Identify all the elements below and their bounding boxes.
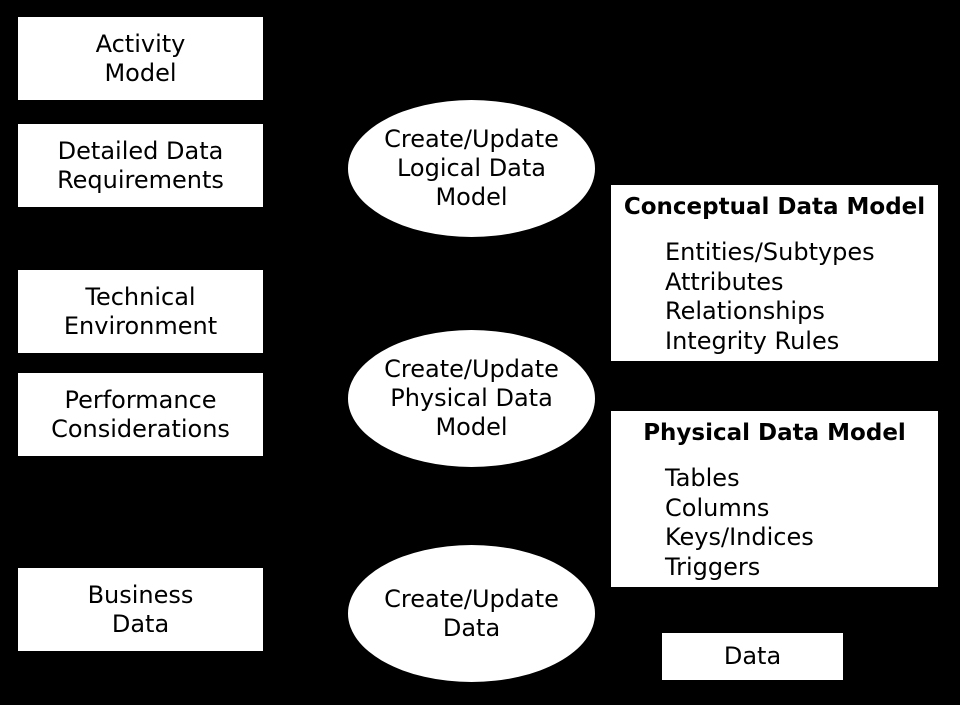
input-box-business-data: Business Data [18, 568, 263, 651]
input-box-label-line: Business [87, 580, 194, 609]
process-label-line: Create/Update [384, 355, 559, 383]
panel-item: Columns [665, 493, 770, 522]
input-box-label-line: Considerations [51, 414, 230, 443]
panel-item: Integrity Rules [665, 326, 840, 355]
input-box-detailed-data-requirements: Detailed Data Requirements [18, 124, 263, 207]
input-box-label-line: Performance [64, 385, 217, 414]
panel-title: Conceptual Data Model [623, 194, 926, 220]
process-label-line: Logical Data [396, 154, 547, 182]
panel-item-list: Entities/Subtypes Attributes Relationshi… [611, 238, 938, 356]
process-ellipse-create-update-physical-data-model: Create/Update Physical Data Model [348, 330, 595, 467]
input-box-label-line: Detailed Data [57, 136, 224, 165]
process-label-line: Data [442, 613, 501, 642]
input-box-label-line: Model [104, 58, 177, 87]
output-box-data: Data [662, 633, 843, 680]
panel-item-list: Tables Columns Keys/Indices Triggers [611, 464, 938, 582]
input-box-label-line: Requirements [57, 165, 224, 194]
output-box-label: Data [723, 642, 782, 670]
process-ellipse-create-update-logical-data-model: Create/Update Logical Data Model [348, 100, 595, 237]
input-box-performance-considerations: Performance Considerations [18, 373, 263, 456]
panel-item: Entities/Subtypes [665, 238, 875, 266]
panel-item: Attributes [665, 267, 784, 296]
input-box-label-line: Activity [95, 29, 186, 58]
process-ellipse-create-update-data: Create/Update Data [348, 545, 595, 682]
input-box-activity-model: Activity Model [18, 17, 263, 100]
process-label-line: Physical Data [390, 384, 553, 412]
input-box-label-line: Technical [85, 282, 196, 311]
input-box-label-line: Data [111, 609, 170, 638]
panel-conceptual-data-model: Conceptual Data Model Entities/Subtypes … [611, 185, 938, 361]
input-box-technical-environment: Technical Environment [18, 270, 263, 353]
process-label-line: Model [435, 183, 508, 211]
panel-physical-data-model: Physical Data Model Tables Columns Keys/… [611, 411, 938, 587]
input-box-label-line: Environment [63, 311, 218, 340]
panel-item: Tables [665, 464, 740, 492]
process-label-line: Create/Update [384, 125, 559, 153]
panel-item: Relationships [665, 297, 825, 325]
panel-title: Physical Data Model [643, 420, 906, 446]
panel-item: Keys/Indices [665, 523, 814, 551]
process-label-line: Create/Update [384, 584, 559, 613]
process-label-line: Model [435, 413, 508, 441]
panel-item: Triggers [665, 552, 761, 581]
